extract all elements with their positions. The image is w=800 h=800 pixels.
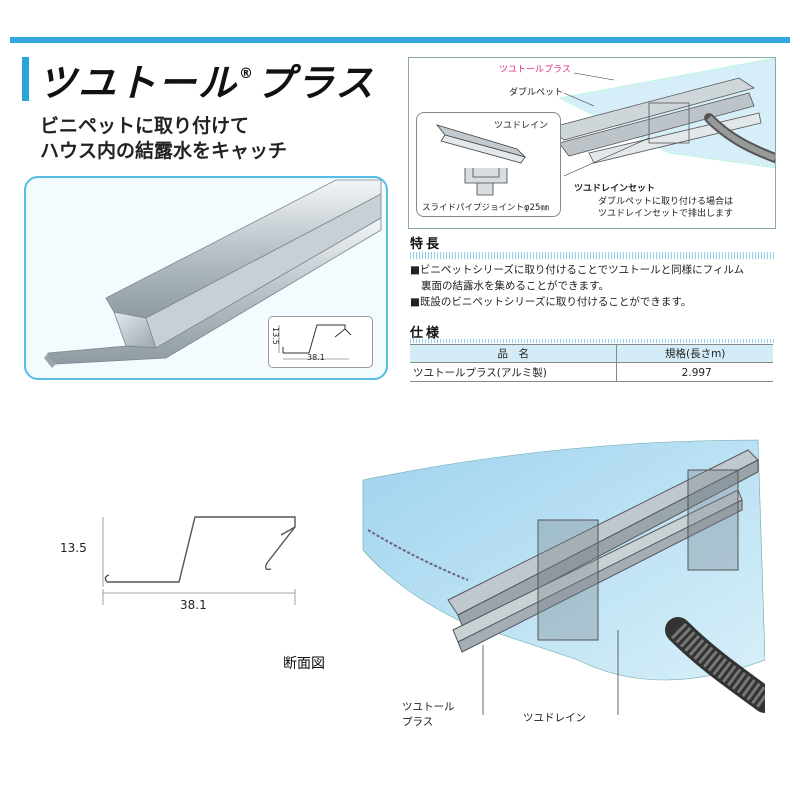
- inset-height: 13.5: [271, 327, 280, 345]
- table-row: ツユトールプラス(アルミ製) 2.997: [410, 362, 773, 382]
- installation-drawing: [362, 439, 765, 715]
- drain-callout-drawing: [435, 124, 527, 196]
- cross-section-caption: 断面図: [283, 656, 325, 672]
- spec-col-length: 規格(長さm): [616, 344, 773, 363]
- assembly-diagram: ツユトールプラス ダブルペット ツユドレインセット ダブルペットに取り付ける場合…: [408, 57, 776, 229]
- title-accent-bar: [22, 57, 29, 101]
- big-label-drain: ツユドレイン: [523, 712, 586, 724]
- tagline: ビニペットに取り付けて ハウス内の結露水をキャッチ: [40, 114, 287, 164]
- header-bar: [10, 37, 790, 43]
- profile-inset-drawing: [278, 324, 352, 360]
- big-label-product-line-2: プラス: [402, 716, 434, 728]
- spec-row-length: 2.997: [616, 362, 773, 382]
- assembly-drawing: [548, 58, 775, 177]
- features-divider: [410, 252, 775, 259]
- cross-section-drawing: [102, 516, 296, 605]
- profile-inset: 13.5 38.1: [268, 316, 373, 368]
- label-tsuyutoru-plus: ツユトールプラス: [499, 65, 571, 75]
- callout-label-joint: スライドパイプジョイントφ25㎜: [422, 203, 549, 213]
- inset-width: 38.1: [307, 353, 325, 362]
- drain-set-note-1: ダブルペットに取り付ける場合は: [598, 197, 734, 207]
- feature-item-2: ■既設のビニペットシリーズに取り付けることができます。: [410, 296, 692, 308]
- cross-section-width: 38.1: [180, 598, 207, 612]
- feature-item-1a: ■ビニペットシリーズに取り付けることでツユトールと同様にフィルム: [410, 264, 745, 276]
- features-heading: 特長: [410, 237, 443, 252]
- label-double-pet: ダブルペット: [509, 88, 564, 98]
- registered-mark: ®: [239, 66, 256, 82]
- product-photo: [24, 176, 388, 380]
- drain-callout: ツユドレイン スライドパイプジョイントφ25㎜: [416, 112, 561, 217]
- page-title: ツユトール®プラス: [38, 61, 376, 105]
- spec-col-name: 品 名: [410, 344, 617, 363]
- spec-row-name: ツユトールプラス(アルミ製): [410, 362, 617, 382]
- drain-set-note-2: ツユドレインセットで排出します: [598, 209, 734, 219]
- spec-divider: [410, 339, 775, 343]
- spec-table: 品 名 規格(長さm) ツユトールプラス(アルミ製) 2.997: [410, 344, 773, 382]
- aluminum-profile-illustration: [44, 179, 382, 368]
- features-list: ■ビニペットシリーズに取り付けることでツユトールと同様にフィルム 裏面の結露水を…: [410, 262, 780, 310]
- big-label-product-line-1: ツユトール: [402, 701, 455, 713]
- tagline-line-2: ハウス内の結露水をキャッチ: [40, 140, 288, 162]
- label-drain-set: ツユドレインセット: [574, 184, 656, 194]
- feature-item-1b: 裏面の結露水を集めることができます。: [421, 280, 609, 292]
- tagline-line-1: ビニペットに取り付けて: [40, 115, 250, 137]
- cross-section-height: 13.5: [60, 541, 87, 555]
- big-label-product: ツユトール プラス: [402, 700, 455, 730]
- spec-heading: 仕様: [410, 326, 443, 341]
- callout-label-drain: ツユドレイン: [494, 121, 549, 131]
